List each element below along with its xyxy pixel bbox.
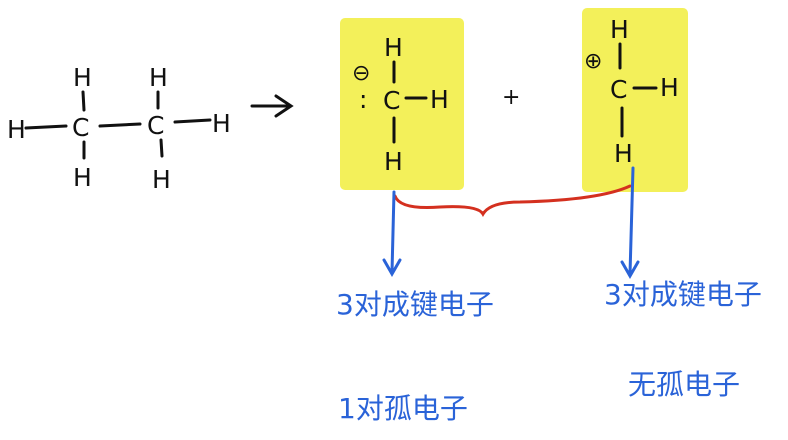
carbanion-h-top: H (384, 33, 403, 62)
atom-h-c1-top: H (73, 63, 92, 92)
carbanion-bonds (392, 60, 428, 144)
ethane-molecule (24, 90, 212, 160)
carbanion-atoms: H C H H : ⊖ (352, 33, 449, 176)
carbocation-bonding-note: 3对成键电子 (604, 278, 762, 311)
bond-c2-hright (173, 118, 212, 124)
atom-h-left: H (7, 115, 26, 144)
atom-c2: C (147, 111, 164, 140)
carbanion-arrow (390, 190, 396, 274)
carbanion-charge: ⊖ (352, 61, 370, 86)
carbocation-atoms: H C H H ⊕ (584, 15, 679, 168)
carbocation-h-top: H (610, 15, 629, 44)
atom-h-right: H (212, 109, 231, 138)
atom-c1: C (72, 113, 89, 142)
bond-c2-hbottom (159, 138, 164, 158)
atom-h-c1-bottom: H (73, 163, 92, 192)
atom-h-c2-bottom: H (152, 165, 171, 194)
carbanion-carbon: C (383, 86, 400, 115)
carbanion-lone-pair-note: 1对孤电子 (338, 392, 468, 425)
red-brace (393, 184, 632, 218)
carbanion-bonding-note: 3对成键电子 (336, 288, 494, 321)
ethane-atoms: H C C H H H H H (7, 63, 231, 194)
atom-h-c2-top: H (149, 63, 168, 92)
carbocation-h-right: H (660, 73, 679, 102)
carbocation-carbon: C (610, 75, 627, 104)
carbanion-h-bottom: H (384, 147, 403, 176)
carbanion-highlight (340, 18, 464, 190)
bond-c1-c2 (98, 122, 142, 128)
carbocation-bonds (618, 42, 658, 138)
carbocation-highlight (582, 8, 688, 192)
blue-arrows (382, 166, 640, 280)
bond-c1-htop (81, 90, 86, 112)
carbanion-lone-pair: : (359, 85, 367, 114)
carbocation-lone-pair-note: 无孤电子 (628, 368, 740, 401)
reaction-arrow (250, 94, 294, 118)
annotations: 3对成键电子 1对孤电子 3对成键电子 无孤电子 (336, 278, 762, 425)
carbanion-h-right: H (430, 85, 449, 114)
carbocation-charge: ⊕ (584, 49, 602, 74)
plus-sign: + (502, 85, 520, 110)
bond-hleft-c1 (24, 124, 68, 130)
carbocation-h-bottom: H (614, 139, 633, 168)
carbocation-arrow (628, 166, 635, 276)
